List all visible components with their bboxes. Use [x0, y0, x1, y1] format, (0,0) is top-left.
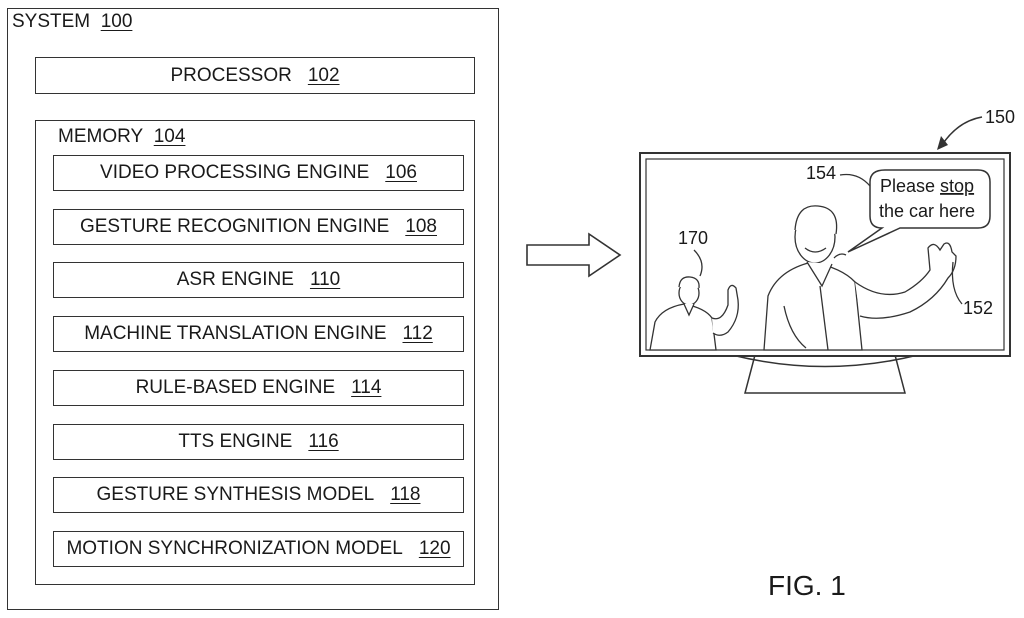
ref-150-leader: [942, 117, 982, 145]
speech-line-2: the car here: [879, 201, 975, 221]
speaker-ref: 152: [963, 298, 993, 318]
speech-ref: 154: [806, 163, 836, 183]
speech-line-1: Please stop: [880, 176, 974, 196]
figure-label: FIG. 1: [768, 570, 846, 602]
person-ref: 170: [678, 228, 708, 248]
display-ref: 150: [985, 107, 1015, 127]
flow-arrow-icon: [527, 234, 620, 276]
display-stand: [745, 355, 905, 393]
speech-line-1-start: Please: [880, 176, 940, 196]
speech-emphasis: stop: [940, 176, 974, 196]
